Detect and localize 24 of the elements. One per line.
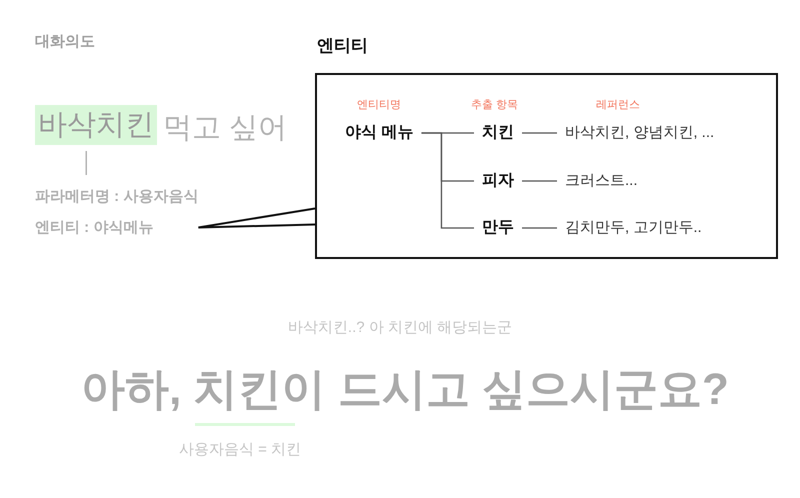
reference-text: 크러스트...	[565, 171, 638, 191]
response-text: 아하, 치킨이 드시고 싶으시군요?	[81, 364, 729, 416]
connector-line	[421, 132, 474, 229]
highlighted-phrase: 바삭치킨	[35, 105, 157, 145]
callout-pointer	[197, 208, 316, 228]
parameter-text: 파라메터명 : 사용자음식 엔티티 : 야식메뉴	[35, 181, 198, 243]
connector-line	[522, 132, 557, 134]
reference-text: 바삭치킨, 양념치킨, ...	[565, 123, 714, 143]
entity-item: 만두	[482, 218, 514, 238]
column-header: 추출 항목	[471, 98, 518, 112]
entity-item: 치킨	[482, 123, 514, 143]
sentence-text: 먹고 싶어	[163, 111, 288, 146]
connector-line	[86, 151, 87, 175]
mapping-note: 사용자음식 = 치킨	[178, 440, 302, 459]
column-header: 엔티티명	[357, 98, 401, 112]
connector-line	[522, 227, 557, 229]
connector-line	[522, 180, 557, 182]
entity-item: 피자	[482, 171, 514, 191]
panel-heading: 엔티티	[317, 35, 368, 57]
column-header: 레퍼런스	[596, 98, 640, 112]
note-text: 바삭치킨..? 아 치킨에 해당되는군	[288, 318, 512, 337]
section-heading: 대화의도	[35, 32, 95, 51]
entity-item: 야식 메뉴	[345, 123, 414, 143]
reference-text: 김치만두, 고기만두..	[565, 218, 702, 238]
